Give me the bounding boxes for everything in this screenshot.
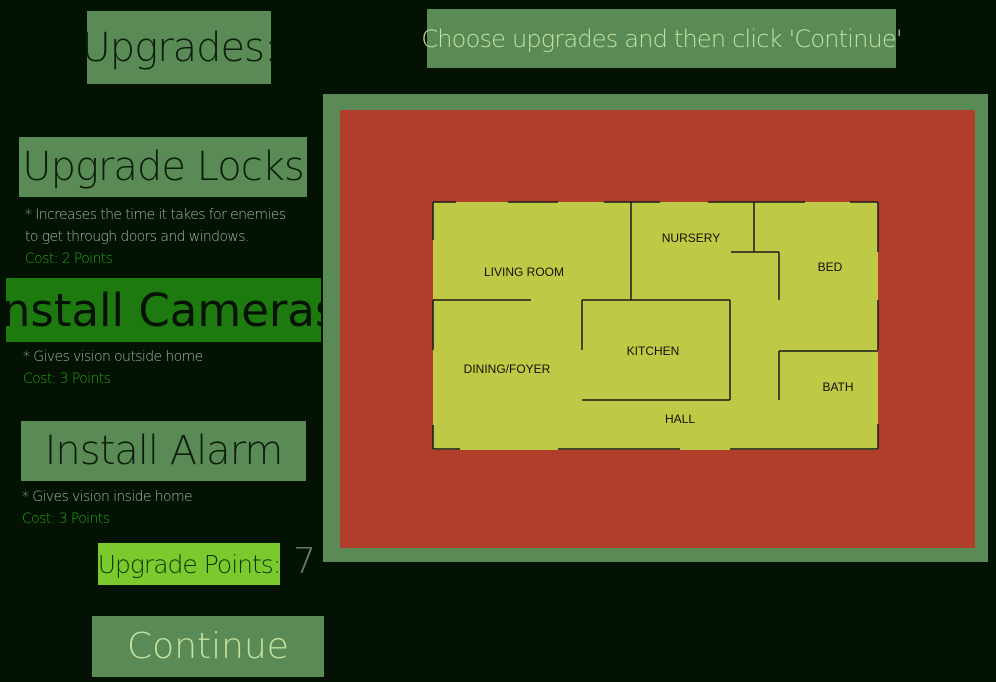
install-cameras-cost: Cost: 3 Points bbox=[23, 371, 111, 387]
install-alarm-desc: * Gives vision inside home bbox=[22, 489, 193, 505]
install-alarm-cost: Cost: 3 Points bbox=[22, 511, 110, 527]
page-title: Upgrades: bbox=[82, 11, 277, 84]
instruction-banner: Choose upgrades and then click 'Continue… bbox=[421, 9, 902, 68]
upgrade-locks-desc-1: * Increases the time it takes for enemie… bbox=[25, 207, 286, 223]
map-area bbox=[340, 110, 975, 548]
install-cameras-desc: * Gives vision outside home bbox=[23, 349, 203, 365]
install-alarm-button[interactable]: Install Alarm bbox=[21, 421, 306, 481]
continue-button[interactable]: Continue bbox=[92, 616, 324, 677]
upgrade-points-label: Upgrade Points: bbox=[98, 543, 281, 585]
upgrade-locks-button[interactable]: Upgrade Locks bbox=[19, 137, 307, 197]
upgrade-locks-desc-2: to get through doors and windows. bbox=[25, 229, 249, 245]
upgrade-points-value: 7 bbox=[293, 541, 316, 582]
upgrade-locks-cost: Cost: 2 Points bbox=[25, 251, 113, 267]
install-cameras-button[interactable]: Install Cameras bbox=[0, 278, 338, 342]
